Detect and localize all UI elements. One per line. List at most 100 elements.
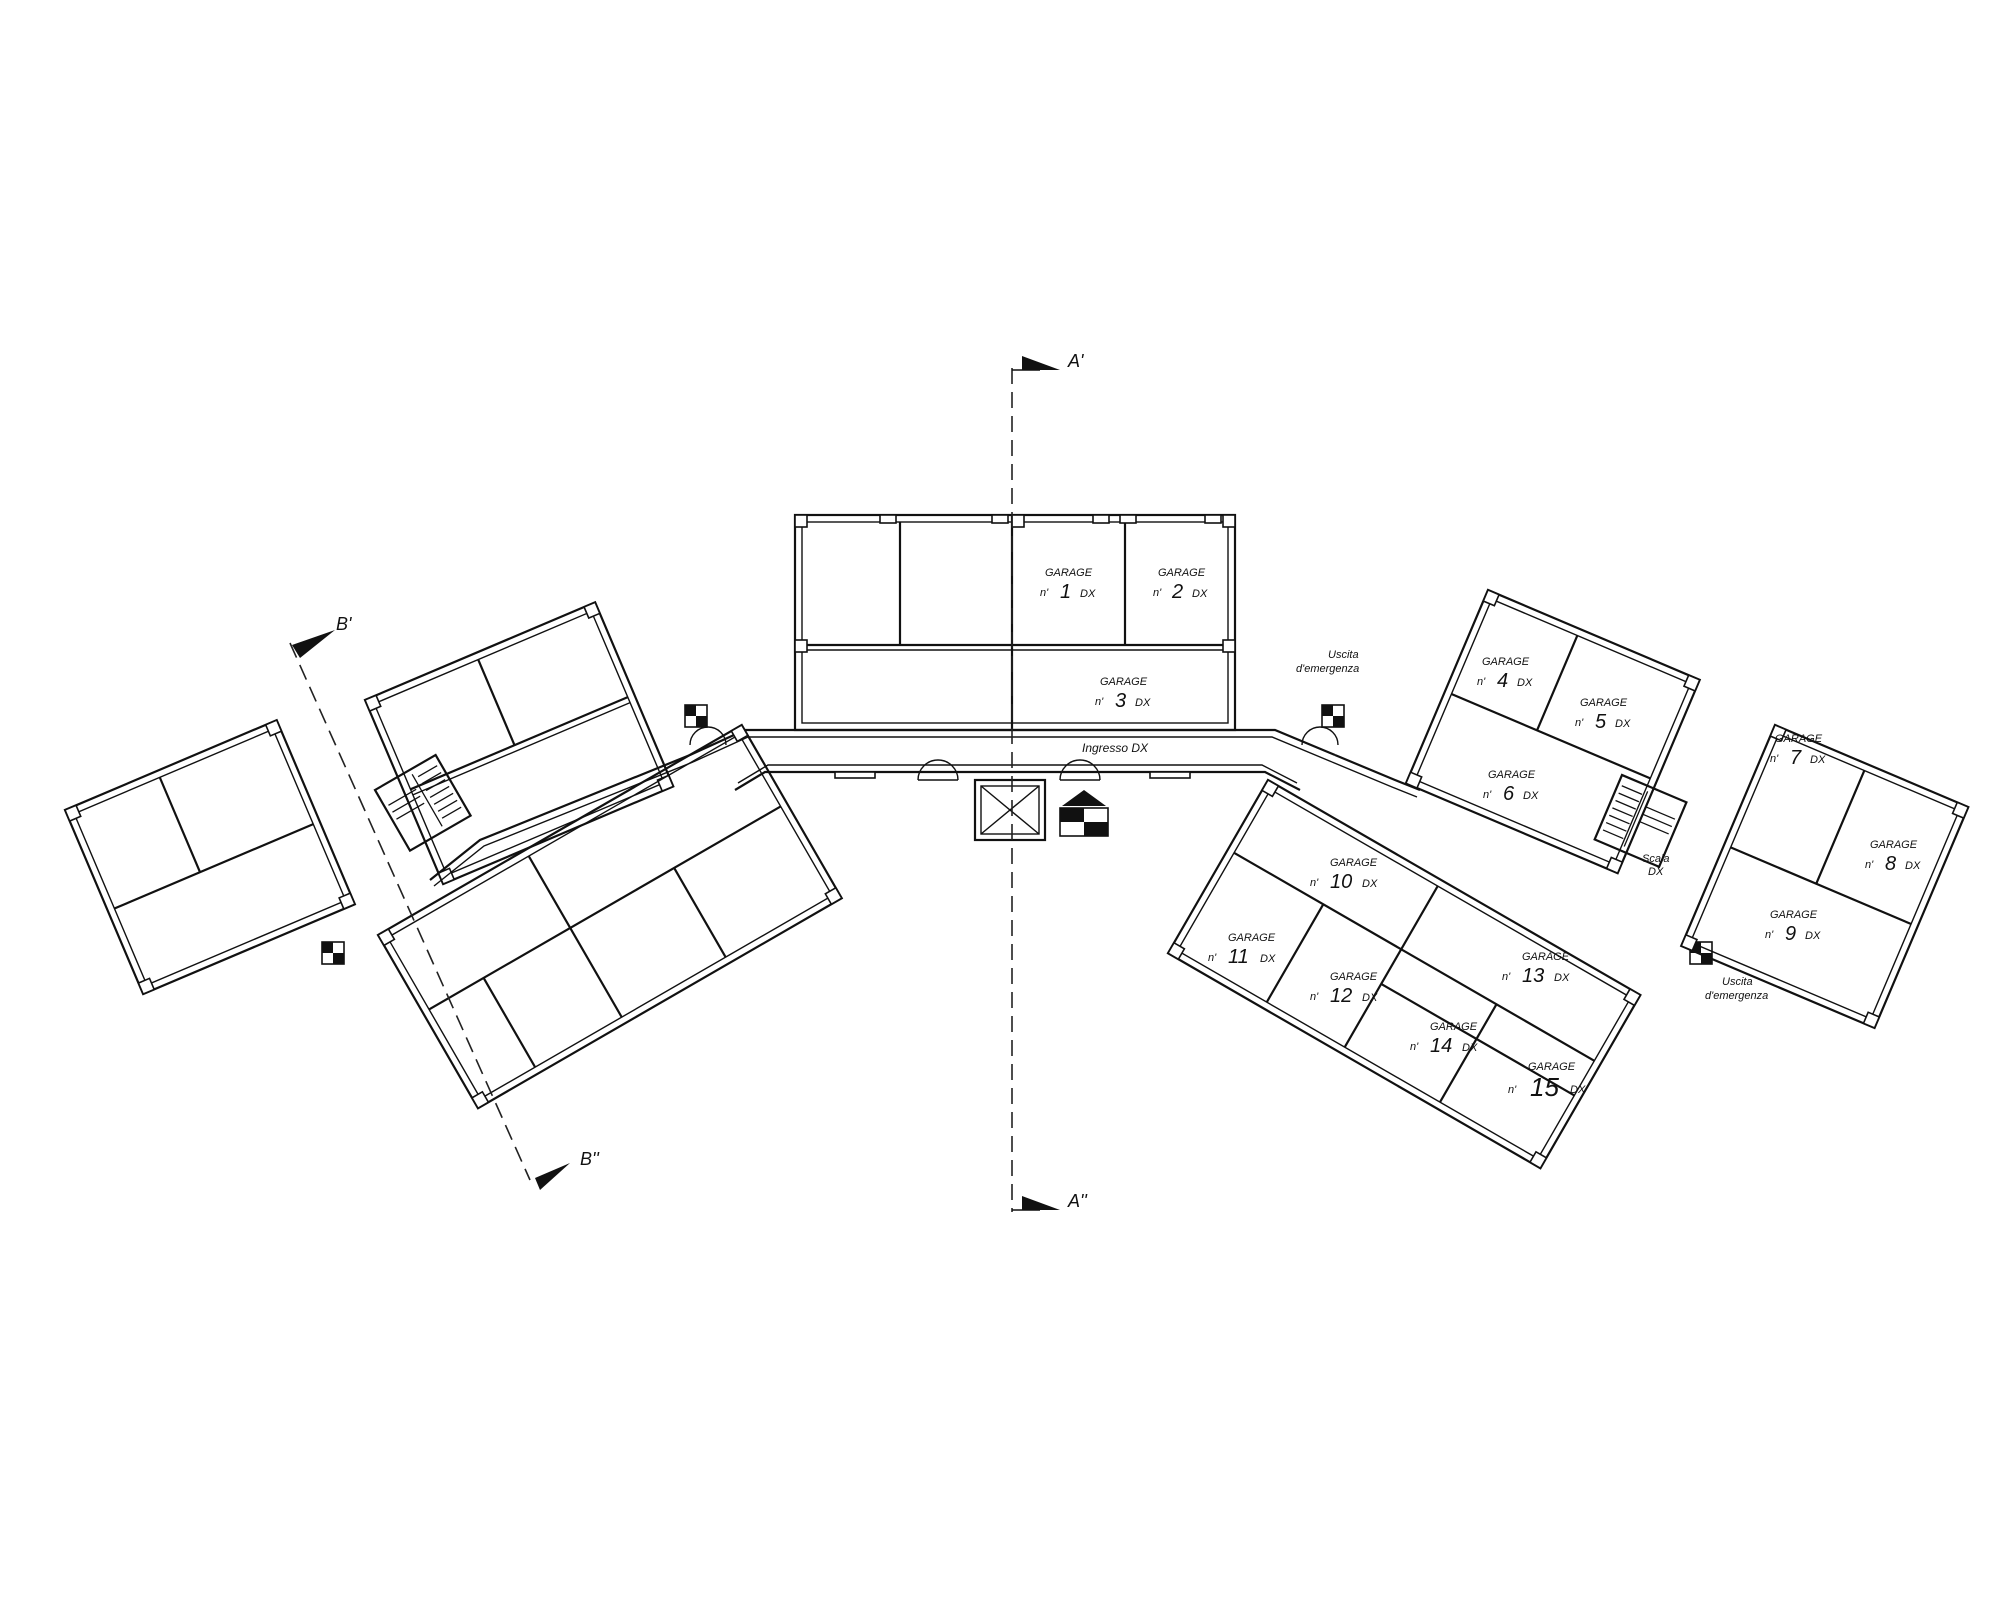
uscita-emergenza-label: Uscita: [1328, 649, 1359, 661]
svg-text:GARAGE: GARAGE: [1330, 971, 1378, 983]
right-stair: [1593, 773, 1688, 869]
svg-text:GARAGE: GARAGE: [1528, 1061, 1576, 1073]
scala-label: Scala: [1642, 853, 1670, 865]
svg-text:DX: DX: [1810, 754, 1826, 766]
fire-extinguisher-icon: [684, 704, 708, 728]
svg-text:n': n': [1208, 952, 1217, 964]
right-wing-lower: [1166, 778, 1642, 1170]
svg-text:n': n': [1770, 753, 1779, 765]
svg-text:GARAGE: GARAGE: [1430, 1021, 1478, 1033]
section-marker-b-top: B': [336, 614, 352, 634]
svg-text:GARAGE: GARAGE: [1488, 769, 1536, 781]
left-link-wall: [429, 753, 691, 881]
fire-extinguisher-icon: [321, 941, 345, 965]
garage-label: GARAGE n' 11 DX: [1208, 932, 1276, 968]
scala-label-dx: DX: [1648, 866, 1664, 878]
svg-text:n': n': [1502, 971, 1511, 983]
svg-text:n': n': [1153, 587, 1162, 599]
garage-label: GARAGE n' 13 DX: [1502, 951, 1570, 987]
svg-text:GARAGE: GARAGE: [1100, 676, 1148, 688]
svg-text:DX: DX: [1615, 718, 1631, 730]
left-stair: [373, 753, 473, 853]
svg-text:n': n': [1508, 1084, 1517, 1096]
svg-text:9: 9: [1785, 923, 1796, 945]
svg-text:n': n': [1575, 717, 1584, 729]
svg-text:8: 8: [1885, 853, 1896, 875]
fire-extinguisher-icon: [1059, 790, 1109, 837]
svg-text:n': n': [1483, 789, 1492, 801]
left-wing-upper: [363, 600, 675, 886]
section-line-a: [1011, 356, 1060, 1212]
section-line-b: [289, 630, 570, 1190]
garage-label: GARAGE n' 2 DX: [1153, 567, 1208, 603]
svg-text:GARAGE: GARAGE: [1775, 733, 1823, 745]
svg-text:7: 7: [1790, 747, 1802, 769]
fire-extinguisher-icon: [1689, 941, 1713, 965]
svg-text:DX: DX: [1570, 1084, 1586, 1096]
right-link-wall: [1334, 753, 1421, 792]
svg-text:GARAGE: GARAGE: [1330, 857, 1378, 869]
svg-text:GARAGE: GARAGE: [1522, 951, 1570, 963]
svg-text:10: 10: [1330, 871, 1352, 893]
left-wing-lower: [376, 723, 844, 1110]
svg-text:DX: DX: [1462, 1042, 1478, 1054]
svg-text:12: 12: [1330, 985, 1352, 1007]
svg-text:DX: DX: [1192, 588, 1208, 600]
garage-label: GARAGE n' 1 DX: [1040, 567, 1096, 603]
svg-text:n': n': [1477, 676, 1486, 688]
svg-text:n': n': [1040, 587, 1049, 599]
ingresso-label: Ingresso DX: [1082, 741, 1149, 755]
svg-text:DX: DX: [1135, 697, 1151, 709]
svg-text:DX: DX: [1080, 588, 1096, 600]
svg-text:6: 6: [1503, 783, 1515, 805]
svg-text:DX: DX: [1523, 790, 1539, 802]
svg-text:GARAGE: GARAGE: [1580, 697, 1628, 709]
garage-label: GARAGE n' 6 DX: [1483, 769, 1539, 805]
garage-label: GARAGE n' 7 DX: [1770, 733, 1826, 769]
svg-text:n': n': [1310, 991, 1319, 1003]
svg-text:n': n': [1865, 859, 1874, 871]
section-marker-a-bottom: A'': [1067, 1191, 1087, 1211]
right-link-wall-inner: [1331, 761, 1418, 798]
svg-text:GARAGE: GARAGE: [1158, 567, 1206, 579]
section-marker-a-top: A': [1067, 351, 1084, 371]
svg-text:GARAGE: GARAGE: [1870, 839, 1918, 851]
right-wing-east: [1679, 723, 1970, 1030]
svg-text:DX: DX: [1362, 992, 1378, 1004]
svg-text:DX: DX: [1805, 930, 1821, 942]
uscita-emergenza-label-2: d'emergenza: [1705, 990, 1768, 1002]
section-marker-b-bottom: B'': [580, 1149, 599, 1169]
garage-label: GARAGE n' 8 DX: [1865, 839, 1921, 875]
central-corridor: [689, 728, 1336, 791]
garage-label: GARAGE n' 5 DX: [1575, 697, 1631, 733]
uscita-emergenza-label-2: d'emergenza: [1296, 663, 1359, 675]
svg-text:GARAGE: GARAGE: [1770, 909, 1818, 921]
svg-text:11: 11: [1228, 946, 1249, 968]
svg-text:14: 14: [1430, 1035, 1452, 1057]
svg-text:GARAGE: GARAGE: [1045, 567, 1093, 579]
svg-text:n': n': [1410, 1041, 1419, 1053]
svg-text:n': n': [1310, 877, 1319, 889]
svg-text:DX: DX: [1905, 860, 1921, 872]
garage-label: GARAGE n' 3 DX: [1095, 676, 1151, 712]
lift-shaft: [973, 778, 1047, 842]
left-link-wall-inner: [433, 761, 694, 887]
left-wing-west: [63, 718, 357, 996]
svg-text:4: 4: [1497, 670, 1508, 692]
corridor-doors: [689, 726, 1339, 781]
svg-text:5: 5: [1595, 711, 1607, 733]
svg-text:3: 3: [1115, 690, 1126, 712]
svg-text:15: 15: [1530, 1072, 1559, 1102]
garage-label: GARAGE n' 15 DX: [1508, 1061, 1586, 1102]
garage-label: GARAGE n' 12 DX: [1310, 971, 1378, 1007]
garage-label: GARAGE n' 4 DX: [1477, 656, 1533, 692]
uscita-emergenza-label: Uscita: [1722, 976, 1753, 988]
svg-text:GARAGE: GARAGE: [1228, 932, 1276, 944]
svg-text:n': n': [1095, 696, 1104, 708]
svg-text:DX: DX: [1517, 677, 1533, 689]
svg-text:GARAGE: GARAGE: [1482, 656, 1530, 668]
right-wing-upper: [1404, 588, 1702, 875]
svg-text:13: 13: [1522, 965, 1544, 987]
central-block: [793, 513, 1237, 732]
